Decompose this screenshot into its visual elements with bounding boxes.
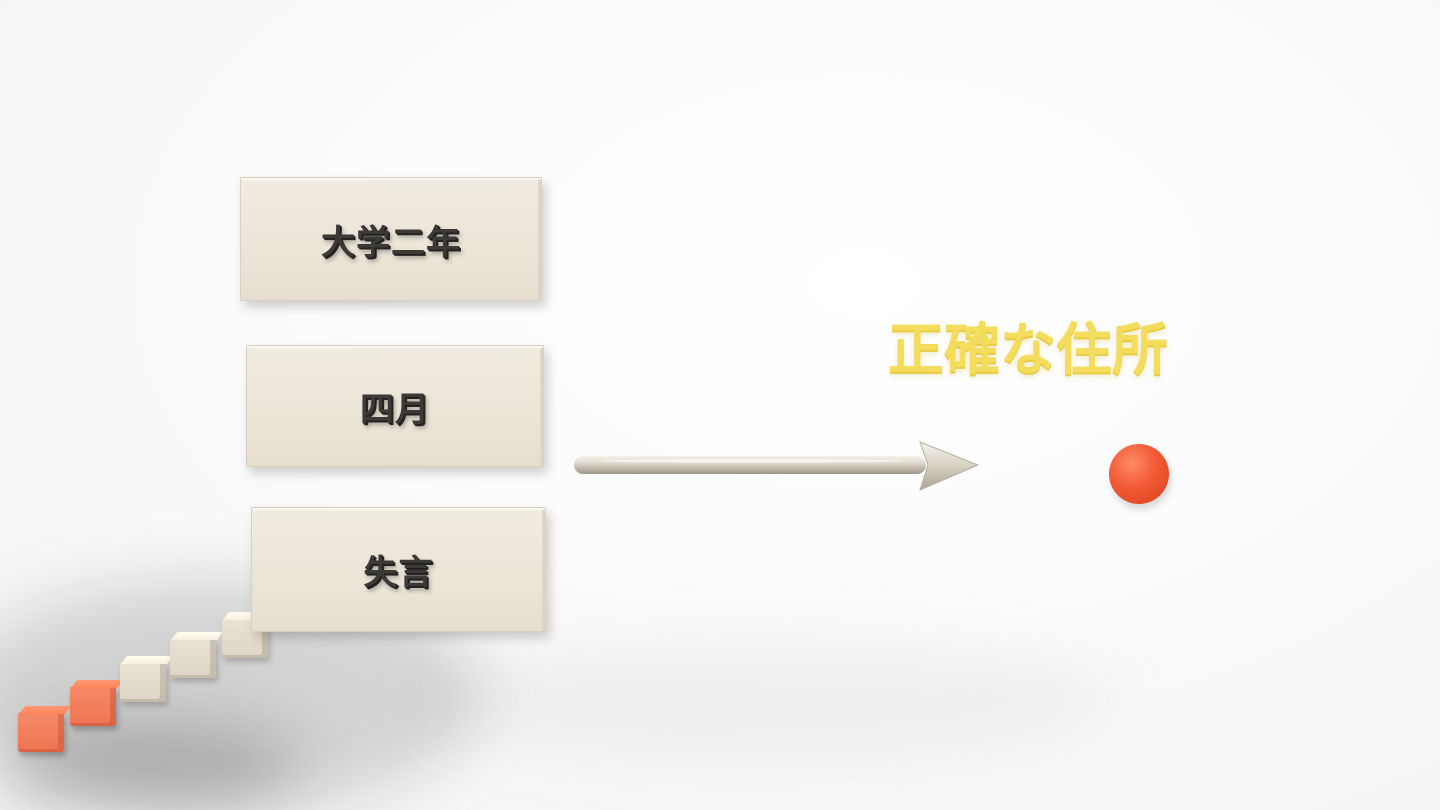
card-label: 失言 (363, 553, 434, 593)
floor-shadow (420, 640, 1120, 760)
card-slip: 失言 (251, 507, 546, 632)
stair-block-beige (170, 638, 216, 678)
right-arrow-icon (574, 441, 980, 491)
target-sphere-icon (1109, 444, 1169, 504)
card-sophomore: 大学二年 (240, 177, 542, 301)
card-april: 四月 (246, 345, 544, 467)
stair-block-beige (120, 662, 166, 702)
stair-block-orange (18, 712, 64, 752)
target-label: 正確な住所 (888, 318, 1168, 383)
card-label: 大学二年 (321, 222, 461, 263)
card-label: 四月 (360, 389, 430, 430)
stair-block-orange (70, 686, 116, 726)
